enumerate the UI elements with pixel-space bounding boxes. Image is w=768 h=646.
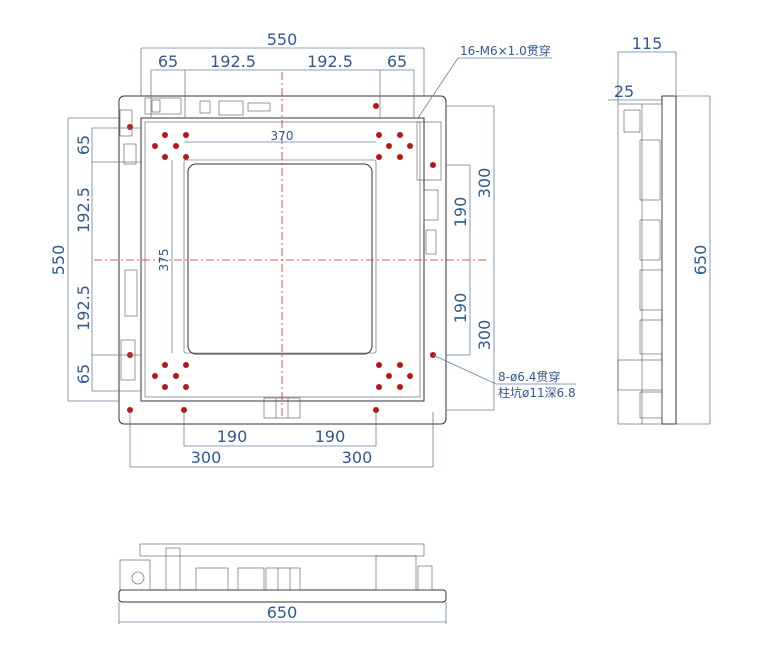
dim-25: 25 (614, 82, 634, 101)
dim-190-bottom-left: 190 (217, 427, 248, 446)
dim-370: 370 (271, 129, 294, 143)
through-holes (127, 103, 436, 413)
note-through-holes: 8-ø6.4贯穿 (498, 369, 560, 384)
dim-192-5-top-right: 192.5 (307, 52, 353, 71)
dim-300-bottom-right: 300 (342, 448, 373, 467)
dim-65-left-bottom: 65 (74, 364, 93, 384)
tapped-holes (152, 132, 413, 390)
dim-300-right-bottom: 300 (475, 320, 494, 351)
dim-65-left-top: 65 (74, 135, 93, 155)
dim-300-right-top: 300 (475, 168, 494, 199)
note-tapped-holes: 16-M6×1.0贯穿 (460, 43, 551, 58)
dim-192-5-left-top: 192.5 (74, 187, 93, 233)
inner-dimensions: 370 375 (157, 129, 376, 353)
bottom-dimensions: 190 190 300 300 (129, 412, 434, 468)
edge-components (119, 97, 442, 419)
dim-65-top-left: 65 (158, 52, 178, 71)
dim-190-right-bottom: 190 (451, 293, 470, 324)
dim-190-bottom-right: 190 (315, 427, 346, 446)
dim-115: 115 (632, 34, 663, 53)
dim-300-bottom-left: 300 (191, 448, 222, 467)
dim-375: 375 (157, 249, 171, 272)
dim-650-bottom: 650 (267, 603, 298, 622)
dim-65-top-right: 65 (387, 52, 407, 71)
left-dimensions: 550 65 192.5 192.5 65 (49, 117, 141, 402)
callouts: 16-M6×1.0贯穿 8-ø6.4贯穿 柱坑ø11深6.8 (417, 43, 576, 400)
dim-550-left: 550 (49, 245, 68, 276)
dim-550-top: 550 (267, 30, 298, 49)
dim-192-5-top-left: 192.5 (210, 52, 256, 71)
front-view: 550 65 192.5 192.5 65 550 65 192.5 192.5… (49, 30, 576, 468)
side-view: 115 25 650 (608, 34, 711, 425)
top-dimensions: 550 65 192.5 192.5 65 (140, 30, 425, 118)
bottom-view: 650 (118, 543, 447, 624)
dim-192-5-left-bottom: 192.5 (74, 285, 93, 331)
dim-190-right-top: 190 (451, 197, 470, 228)
note-counterbore: 柱坑ø11深6.8 (498, 385, 576, 400)
right-dimensions: 300 190 190 300 (446, 105, 495, 411)
dim-650-side: 650 (691, 245, 710, 276)
